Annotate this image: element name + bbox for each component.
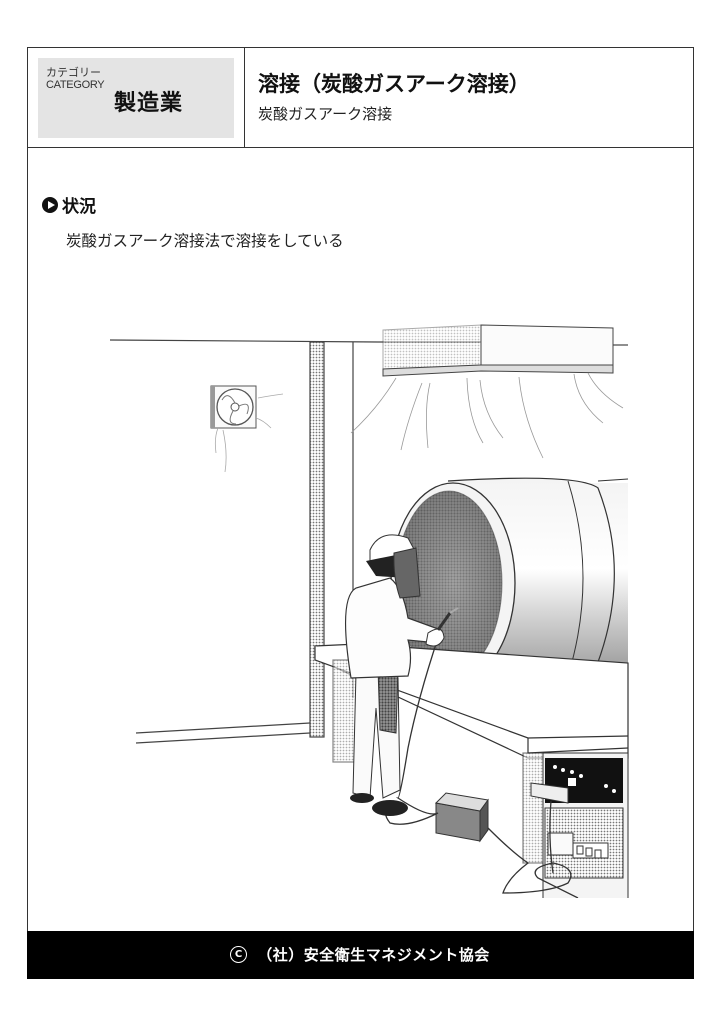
info-card: カテゴリー CATEGORY 製造業 溶接（炭酸ガスアーク溶接） 炭酸ガスアーク… xyxy=(26,47,694,979)
welder-figure xyxy=(344,534,459,816)
situation-section: 状況 炭酸ガスアーク溶接法で溶接をしている xyxy=(42,192,344,251)
category-cell: カテゴリー CATEGORY 製造業 xyxy=(28,48,245,147)
wall-exhaust-fan xyxy=(210,385,284,473)
category-label-jp: カテゴリー xyxy=(46,66,101,79)
page-subtitle: 炭酸ガスアーク溶接 xyxy=(258,105,393,123)
wire-feeder xyxy=(434,792,489,843)
category-label-en: CATEGORY xyxy=(46,79,105,91)
organization-name: （社）安全衛生マネジメント協会 xyxy=(257,946,490,964)
copyright-icon: C xyxy=(230,946,248,963)
title-cell: 溶接（炭酸ガスアーク溶接） 炭酸ガスアーク溶接 xyxy=(245,48,693,147)
copyright-footer: C （社）安全衛生マネジメント協会 xyxy=(26,930,694,979)
large-steel-pipe xyxy=(390,477,629,684)
ceiling-ventilation-hood xyxy=(350,324,624,459)
category-box: カテゴリー CATEGORY 製造業 xyxy=(38,58,234,138)
situation-heading: 状況 xyxy=(42,192,344,217)
situation-description: 炭酸ガスアーク溶接法で溶接をしている xyxy=(66,232,344,250)
welding-scene-illustration xyxy=(109,324,629,898)
category-value: 製造業 xyxy=(114,91,184,116)
welding-cables xyxy=(384,637,579,898)
card-header: カテゴリー CATEGORY 製造業 溶接（炭酸ガスアーク溶接） 炭酸ガスアーク… xyxy=(28,48,693,148)
page-title: 溶接（炭酸ガスアーク溶接） xyxy=(258,72,530,96)
situation-heading-label: 状況 xyxy=(62,197,96,217)
welding-power-source xyxy=(530,752,629,898)
play-circle-icon xyxy=(42,196,58,213)
